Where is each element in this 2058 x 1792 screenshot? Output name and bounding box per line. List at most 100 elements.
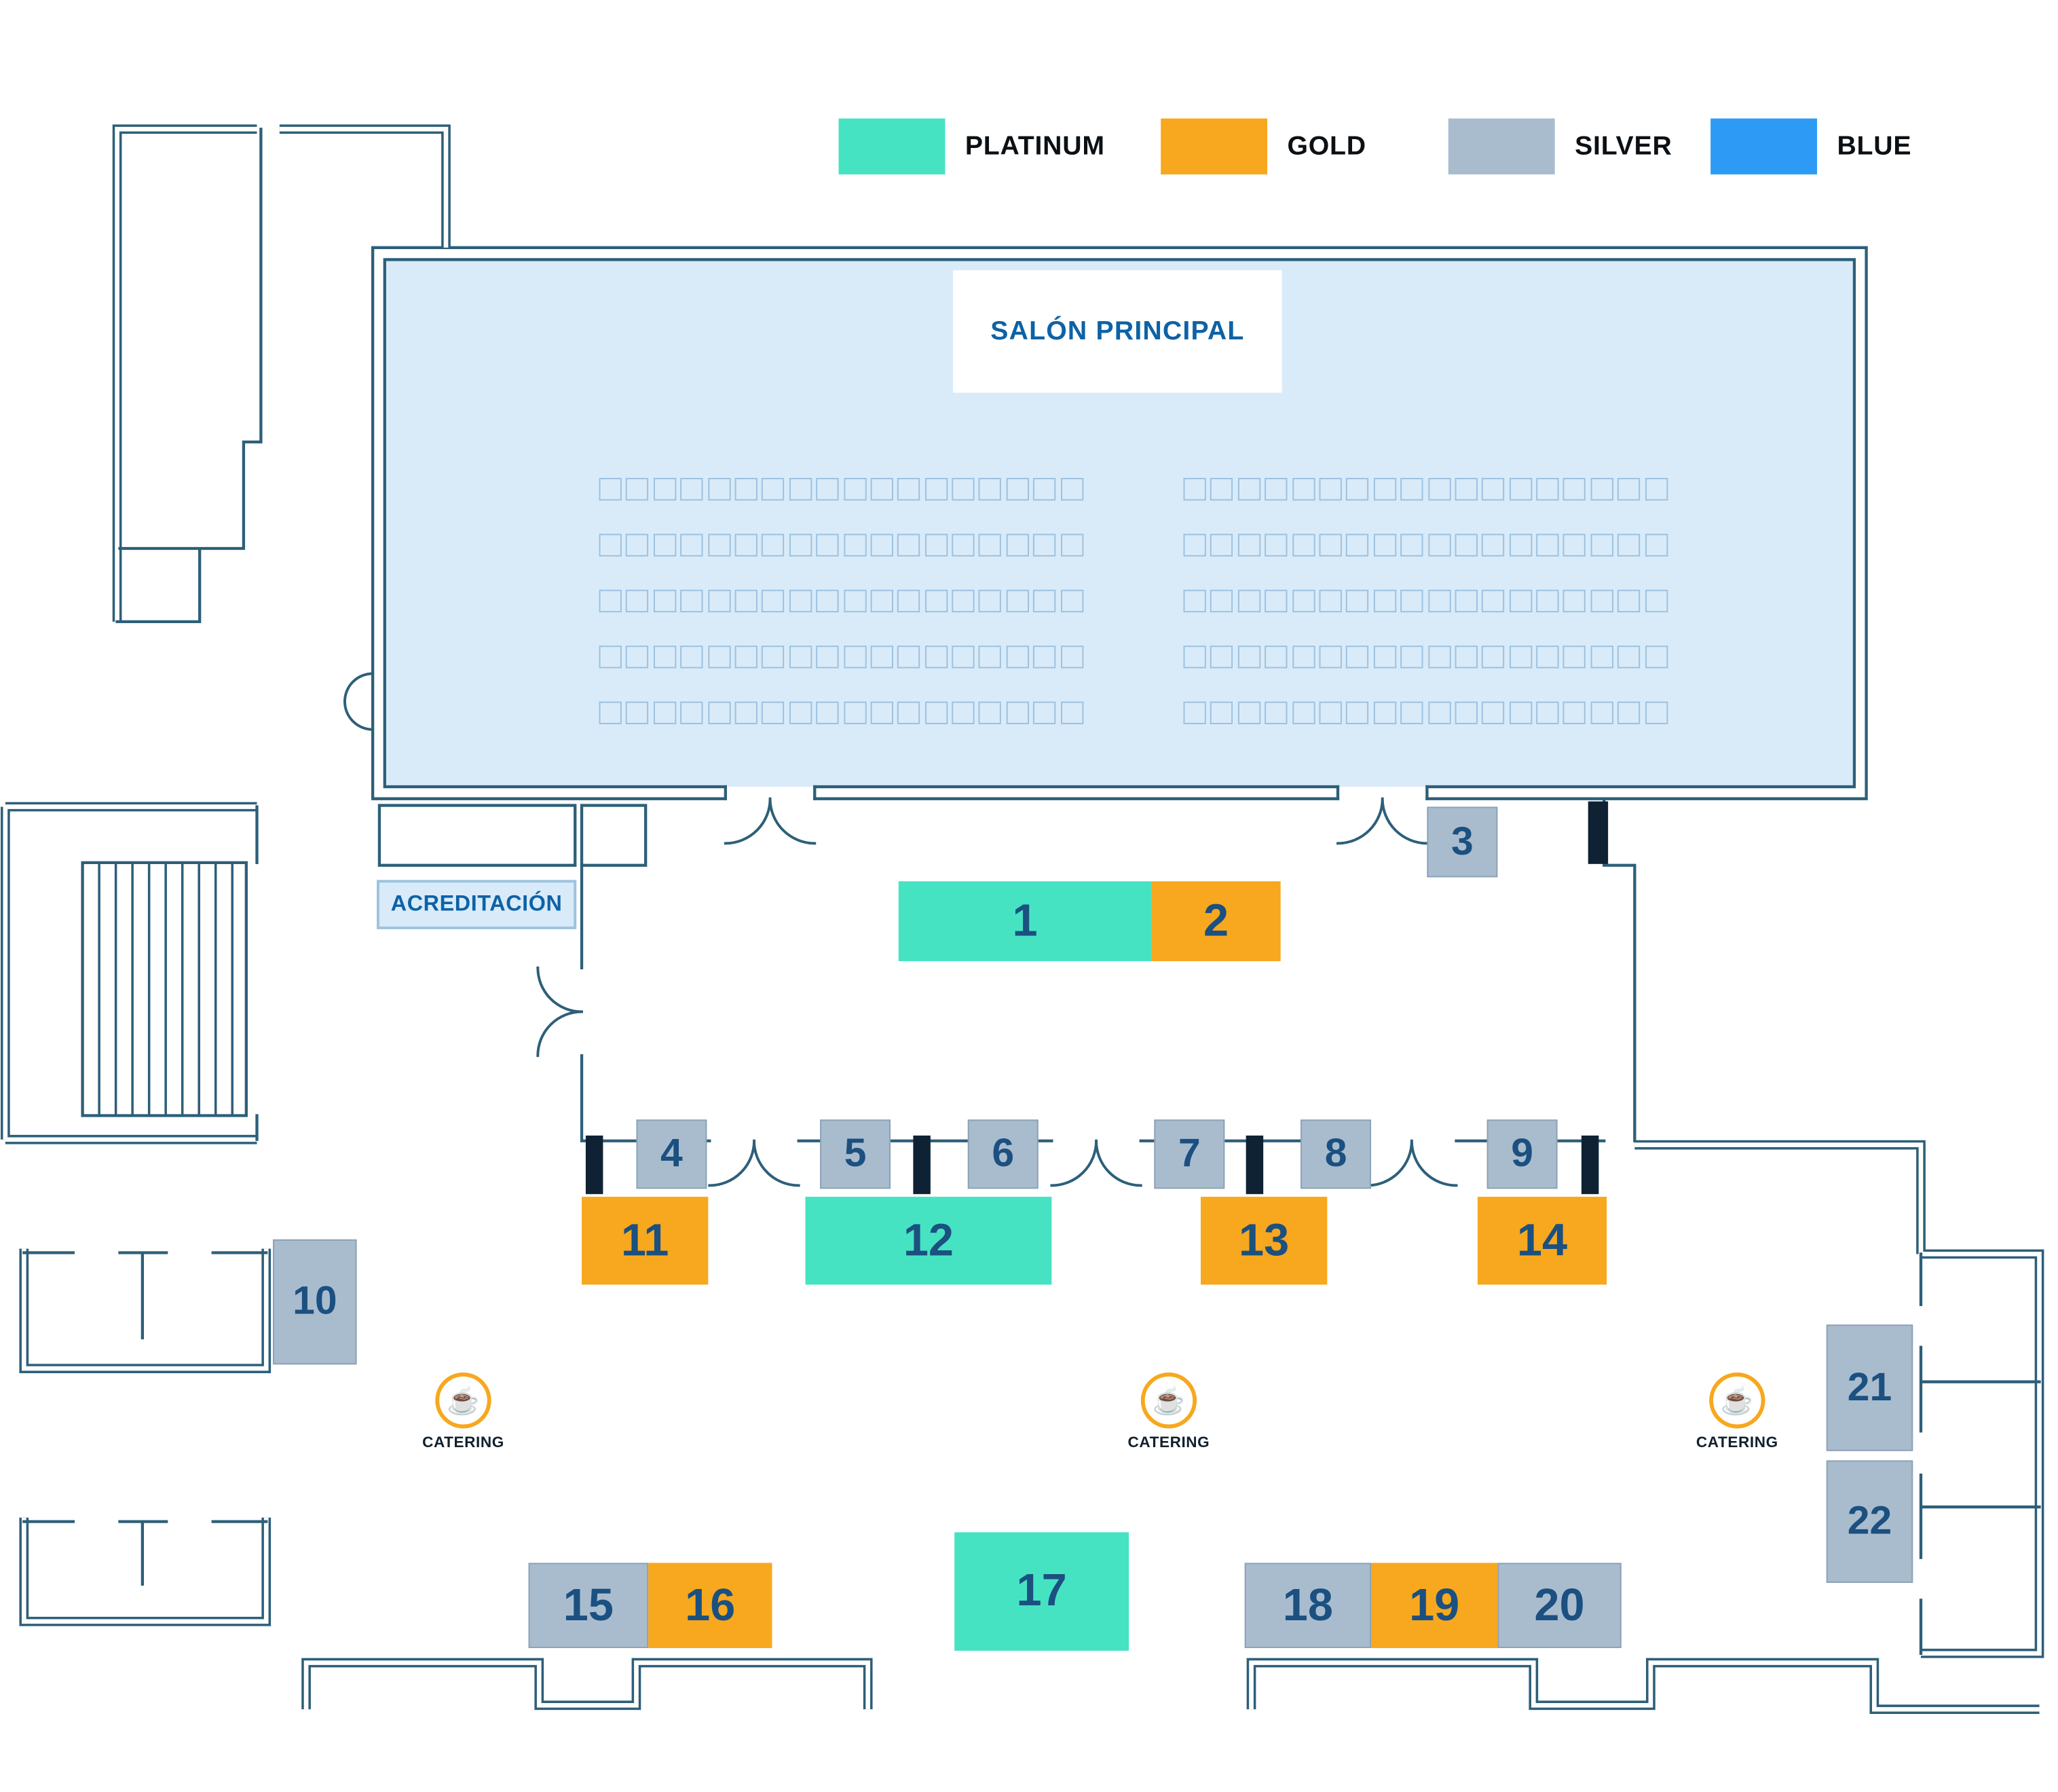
seat [762,589,785,613]
seat [1183,478,1206,501]
seat [1319,534,1342,557]
seat [1563,701,1586,724]
seat [1373,534,1396,557]
seat [1509,646,1532,669]
seat [1210,701,1233,724]
seat [626,478,649,501]
seat [1645,646,1668,669]
catering-station-2: ☕CATERING [1105,1372,1233,1451]
seat [1509,589,1532,613]
seat [1183,646,1206,669]
booth-1: 1 [898,881,1152,961]
seat [1319,646,1342,669]
seat [1292,701,1315,724]
booth-5: 5 [820,1119,891,1189]
booth-11: 11 [582,1197,709,1285]
seat [1346,534,1369,557]
catering-label: CATERING [1127,1435,1210,1451]
seat [924,589,948,613]
seat [789,646,812,669]
booth-21: 21 [1826,1324,1913,1451]
booth-2: 2 [1151,881,1281,961]
seat [1455,534,1478,557]
door-markers [585,801,1609,1195]
legend-label: PLATINUM [965,131,1105,161]
seat [1617,646,1641,669]
seat [1265,589,1288,613]
seat [1455,478,1478,501]
seat [1645,534,1668,557]
seat [789,534,812,557]
seat [816,701,839,724]
seat [734,701,757,724]
seat [789,478,812,501]
seat [870,589,893,613]
seat [1509,478,1532,501]
booth-3: 3 [1427,806,1498,878]
booth-10: 10 [273,1239,357,1365]
seat [870,701,893,724]
seat [1617,534,1641,557]
seat [1482,589,1505,613]
seat [1590,646,1613,669]
seat [816,589,839,613]
legend-item-gold: GOLD [1161,118,1366,174]
right-rooms-walls [1919,1252,2041,1655]
seat [843,589,866,613]
legend-item-blue: BLUE [1710,118,1912,174]
seat [1210,646,1233,669]
catering-label: CATERING [422,1435,504,1451]
platinum-swatch [838,118,946,174]
seat [599,701,622,724]
seat [707,478,730,501]
seat [952,646,975,669]
seat [1373,478,1396,501]
seat [1427,478,1451,501]
seat [599,534,622,557]
seat [1292,646,1315,669]
seat [1210,534,1233,557]
seat [1319,478,1342,501]
seat [762,646,785,669]
seat [626,589,649,613]
seat [653,646,676,669]
seat [1536,646,1559,669]
seat [979,478,1002,501]
seat [897,534,920,557]
seat [1509,534,1532,557]
main-hall-label: SALÓN PRINCIPAL [953,270,1282,393]
seat [1060,478,1083,501]
seat [1400,646,1423,669]
seat [1482,646,1505,669]
seat [1265,534,1288,557]
seat [1400,534,1423,557]
seat [924,646,948,669]
seat [762,478,785,501]
seat [1210,478,1233,501]
booth-9: 9 [1486,1119,1558,1189]
seat [952,701,975,724]
blue-swatch [1710,118,1818,174]
seat [762,701,785,724]
main-hall-inner-wall [383,258,1856,789]
seat [626,534,649,557]
seat [1006,478,1029,501]
seat [1536,701,1559,724]
seat [1265,701,1288,724]
seat [897,646,920,669]
booth-12: 12 [805,1197,1052,1285]
seat [1237,646,1260,669]
door-marker [585,1135,603,1195]
seat [653,534,676,557]
seat [1427,646,1451,669]
top-left-room-walls [115,128,263,624]
seat [1427,589,1451,613]
seat [924,478,948,501]
booth-4: 4 [636,1119,707,1189]
seat [1060,534,1083,557]
seat [1400,589,1423,613]
legend-label: BLUE [1837,131,1912,161]
seat [599,478,622,501]
seat [1509,701,1532,724]
seat [680,589,703,613]
